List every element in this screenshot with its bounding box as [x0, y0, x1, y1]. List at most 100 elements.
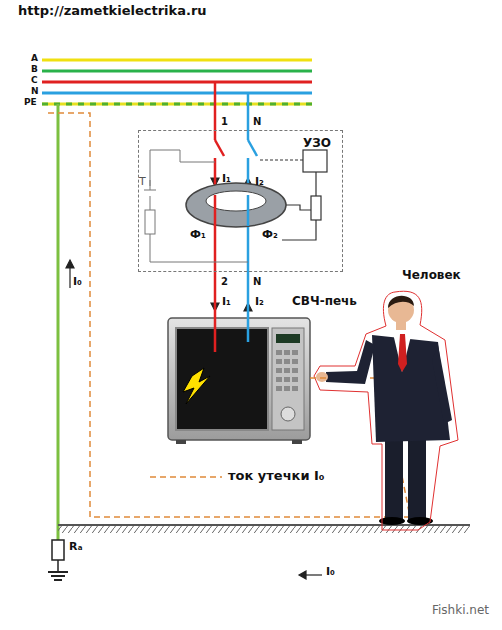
trip-relay	[311, 196, 321, 220]
pe-ground-wire	[57, 104, 60, 540]
terminal-number: N	[253, 116, 261, 128]
current-label: I₀	[73, 276, 82, 289]
node-title: УЗО	[303, 136, 331, 150]
person-box: Человек	[330, 292, 458, 525]
person	[407, 517, 433, 525]
rcd-box: УЗО	[138, 130, 343, 272]
current-transformer	[186, 183, 286, 227]
person	[314, 291, 458, 530]
leakage-label: ток утечки I₀	[228, 469, 325, 484]
microwave-button	[284, 368, 290, 373]
trip-relay	[260, 159, 303, 160]
person	[385, 440, 403, 520]
leakage-path	[48, 113, 412, 517]
terminal-number: 2	[221, 276, 228, 288]
person	[408, 440, 426, 520]
microwave-oven	[176, 440, 186, 444]
current-label: I₁	[222, 173, 231, 186]
url-text: http://zametkielectrika.ru	[18, 4, 207, 19]
terminal-number: 1	[221, 116, 228, 128]
neutral-wire	[248, 140, 257, 156]
microwave-oven	[276, 334, 300, 343]
microwave-button	[284, 386, 290, 391]
pe-ground-wire	[52, 540, 64, 560]
phase-wire	[214, 158, 217, 272]
current-arrows	[304, 574, 322, 575]
test-circuit	[150, 196, 151, 210]
person	[314, 291, 458, 530]
microwave-oven	[168, 318, 310, 444]
earth-ground	[58, 525, 470, 533]
microwave-button	[276, 359, 282, 364]
phase-wire	[214, 82, 217, 140]
phase-wire	[215, 140, 224, 156]
microwave-button	[276, 350, 282, 355]
person	[388, 296, 414, 308]
leakage-path	[310, 377, 330, 379]
bus-label: B	[31, 64, 38, 74]
microwave-button	[276, 350, 298, 391]
bus-bars	[42, 60, 312, 104]
microwave-button	[292, 368, 298, 373]
microwave-oven	[214, 318, 217, 352]
node-title: СВЧ-печь	[292, 294, 357, 308]
flux-label: Ф₂	[262, 229, 278, 242]
flux-label: Ф₁	[190, 229, 206, 242]
bus-bars	[42, 103, 312, 106]
bus-bars	[42, 81, 312, 84]
test-circuit	[144, 190, 156, 191]
earth-ground	[58, 525, 470, 533]
microwave-box: СВЧ-печь	[168, 318, 310, 440]
phase-wire	[214, 272, 217, 318]
pe-ground-wire	[57, 560, 59, 572]
microwave-button	[276, 377, 282, 382]
pe-ground-wire	[54, 579, 62, 581]
neutral-wire	[247, 272, 250, 318]
bus-label: N	[31, 86, 39, 96]
neutral-wire	[247, 158, 250, 272]
microwave-button	[292, 350, 298, 355]
trip-relay	[286, 205, 311, 210]
trip-relay	[260, 150, 327, 240]
microwave-oven	[247, 318, 250, 342]
microwave-oven	[168, 318, 310, 440]
microwave-button	[284, 359, 290, 364]
leakage-path	[150, 476, 222, 478]
microwave-oven	[292, 440, 302, 444]
microwave-button	[292, 377, 298, 382]
microwave-oven	[272, 328, 304, 430]
current-transformer	[247, 195, 250, 226]
current-label: I₂	[255, 296, 264, 309]
microwave-button	[276, 368, 282, 373]
microwave-oven	[183, 368, 210, 404]
microwave-oven	[176, 328, 268, 430]
current-arrows	[299, 571, 306, 579]
current-arrows	[66, 260, 74, 268]
microwave-button	[292, 359, 298, 364]
current-arrows	[66, 178, 322, 579]
current-transformer	[186, 183, 286, 227]
trip-relay	[315, 172, 316, 196]
neutral-wire	[247, 93, 250, 140]
person	[379, 517, 405, 525]
trip-relay	[282, 220, 316, 240]
bus-label: A	[31, 53, 38, 63]
terminal-number: N	[253, 276, 261, 288]
bus-bars	[42, 59, 312, 62]
earth-ground	[58, 524, 470, 526]
leakage-path	[48, 113, 412, 517]
current-label: I₁	[222, 296, 231, 309]
trip-relay	[303, 150, 327, 172]
test-circuit	[150, 150, 215, 190]
current-label: I₂	[255, 176, 264, 189]
person	[398, 334, 407, 372]
microwave-button	[284, 350, 290, 355]
bus-bars	[42, 92, 312, 95]
current-transformer	[214, 195, 217, 226]
bus-bars	[42, 70, 312, 73]
microwave-button	[276, 386, 282, 391]
person	[392, 329, 412, 372]
